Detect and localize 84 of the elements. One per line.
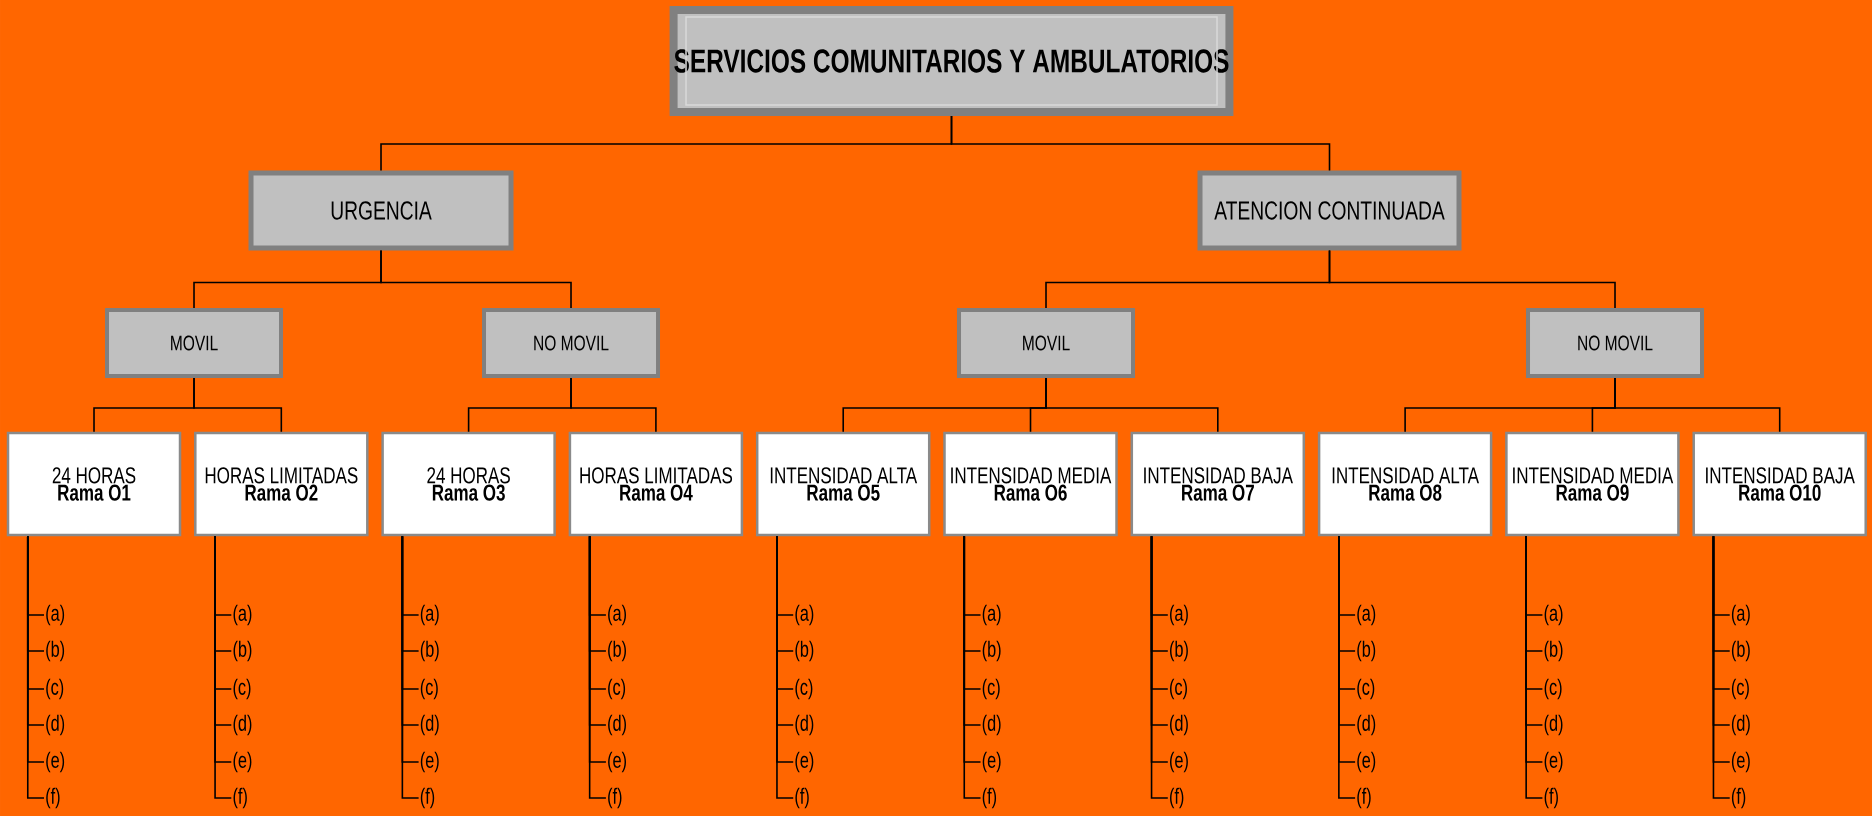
category-box: ATENCION CONTINUADA [1197,170,1462,251]
item-label: (d) [1544,714,1563,736]
item-label: (b) [1544,640,1563,662]
item-label: (d) [1170,714,1188,736]
item-label: (f) [233,787,247,809]
item-label: (e) [982,751,1001,773]
item-label: (e) [608,751,626,773]
branch-box: INTENSIDAD BAJA Rama O7 [1130,431,1306,537]
item-label: (e) [46,751,65,773]
item-label: (d) [608,714,626,736]
item-label: (d) [982,714,1001,736]
connector-line [950,115,1331,172]
branch-box: INTENSIDAD BAJA Rama O10 [1692,431,1867,537]
item-label: (f) [1357,787,1371,809]
subcategory-box: MOVIL [105,308,283,378]
item-label: (b) [1357,640,1376,662]
subcategory-box: NO MOVIL [482,308,660,378]
item-label: (d) [795,714,814,736]
item-label: (e) [1544,751,1563,773]
item-label: (f) [420,787,435,809]
title-box: SERVICIOS COMUNITARIOS Y AMBULATORIOS [669,6,1234,116]
item-label: (d) [1731,714,1750,736]
item-label: (d) [46,714,65,736]
item-label: (c) [233,678,251,700]
item-label: (c) [1170,678,1187,700]
item-label: (f) [46,787,60,809]
branch-box: INTENSIDAD ALTA Rama O8 [1317,431,1493,537]
item-label: (e) [1357,751,1376,773]
item-label: (f) [982,787,997,809]
branch-box: INTENSIDAD MEDIA Rama O9 [1505,431,1680,537]
item-label: (f) [1544,787,1558,809]
item-label: (a) [608,604,626,626]
item-label: (d) [1357,714,1376,736]
item-label: (a) [1731,604,1750,626]
item-label: (b) [1731,640,1750,662]
item-label: (c) [420,678,438,700]
item-label: (a) [1544,604,1563,626]
item-label: (e) [1731,751,1750,773]
branch-box: 24 HORAS Rama O1 [6,431,182,537]
item-label: (d) [420,714,439,736]
item-label: (f) [1731,787,1746,809]
item-label: (a) [795,604,814,626]
item-label: (a) [1170,604,1188,626]
item-label: (e) [1170,751,1188,773]
item-label: (c) [1731,678,1749,700]
item-label: (b) [608,640,626,662]
branch-box: 24 HORAS Rama O3 [381,431,556,537]
item-label: (f) [1170,787,1184,809]
connector-line [1328,249,1616,309]
item-label: (c) [1544,678,1562,700]
item-label: (b) [233,640,252,662]
item-label: (a) [1357,604,1376,626]
item-label: (a) [982,604,1001,626]
item-label: (f) [795,787,809,809]
item-label: (c) [46,678,64,700]
branch-box: HORAS LIMITADAS Rama O4 [568,431,744,537]
item-label: (c) [795,678,813,700]
item-label: (c) [1357,678,1375,700]
item-label: (a) [233,604,252,626]
item-label: (b) [1170,640,1188,662]
item-label: (c) [982,678,1000,700]
item-label: (e) [795,751,814,773]
item-label: (d) [233,714,252,736]
connector-line [570,377,657,433]
branch-box: INTENSIDAD MEDIA Rama O6 [943,431,1118,537]
connector-line [380,249,572,309]
item-label: (b) [420,640,439,662]
item-label: (e) [233,751,252,773]
subcategory-box: NO MOVIL [1526,308,1704,378]
branch-box: HORAS LIMITADAS Rama O2 [194,431,369,537]
item-label: (b) [982,640,1001,662]
connector-line [1614,377,1781,433]
category-box: URGENCIA [248,170,514,251]
item-label: (e) [420,751,439,773]
connector-line [193,377,283,433]
item-label: (a) [46,604,65,626]
item-label: (b) [795,640,814,662]
item-label: (c) [608,678,626,700]
connector-line [1045,377,1219,433]
branch-box: INTENSIDAD ALTA Rama O5 [755,431,931,537]
item-label: (f) [608,787,622,809]
item-label: (b) [46,640,65,662]
subcategory-box: MOVIL [957,308,1135,378]
item-label: (a) [420,604,439,626]
